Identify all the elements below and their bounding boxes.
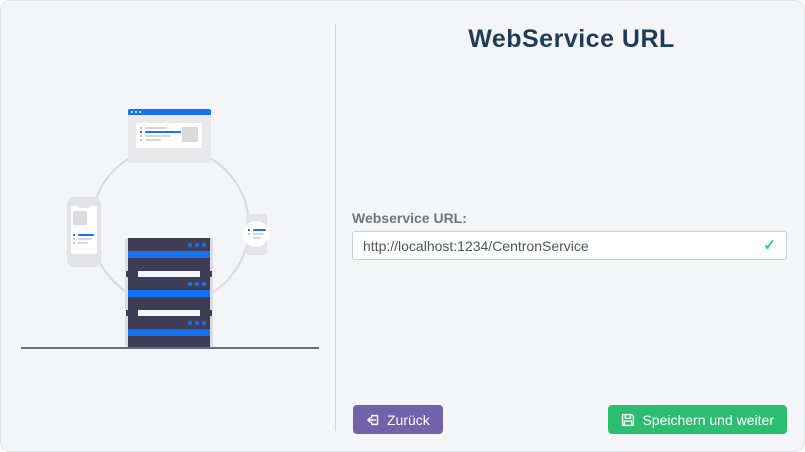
illustration-panel (1, 1, 337, 451)
phone-image-placeholder (73, 211, 87, 225)
back-button[interactable]: Zurück (353, 405, 443, 434)
server-led-dots (188, 243, 206, 247)
phone-notch (78, 205, 90, 208)
browser-window-illustration (128, 109, 211, 163)
server-led-dots (188, 282, 206, 286)
webservice-url-input[interactable] (352, 231, 787, 260)
save-and-continue-button[interactable]: Speichern und weiter (608, 405, 787, 434)
sign-out-left-icon (366, 413, 380, 427)
server-unit (128, 277, 210, 310)
server-stripe (128, 290, 210, 297)
server-stripe (128, 329, 210, 336)
ground-line (21, 347, 319, 349)
browser-image-placeholder (182, 127, 198, 142)
webservice-url-label: Webservice URL: (352, 210, 467, 226)
webservice-url-field: ✓ (352, 231, 787, 260)
back-button-label: Zurück (387, 411, 430, 428)
browser-content (136, 123, 202, 148)
check-icon: ✓ (763, 236, 776, 254)
phone-screen (71, 205, 97, 254)
page-title: WebService URL (468, 25, 675, 53)
server-gap (125, 310, 213, 316)
smartphone-illustration (67, 197, 101, 267)
save-button-label: Speichern und weiter (642, 411, 774, 428)
server-unit (128, 238, 210, 271)
browser-titlebar (128, 109, 211, 115)
server-stripe (128, 251, 210, 258)
server-led-dots (188, 321, 206, 325)
floppy-disk-icon (621, 413, 635, 427)
server-rack-illustration (125, 238, 213, 349)
watch-face (243, 221, 269, 247)
server-unit (128, 316, 210, 349)
server-gap (125, 271, 213, 277)
panel-divider (335, 24, 336, 431)
form-panel: WebService URL Webservice URL: ✓ Zurück (337, 1, 804, 451)
smartwatch-illustration (243, 214, 269, 255)
